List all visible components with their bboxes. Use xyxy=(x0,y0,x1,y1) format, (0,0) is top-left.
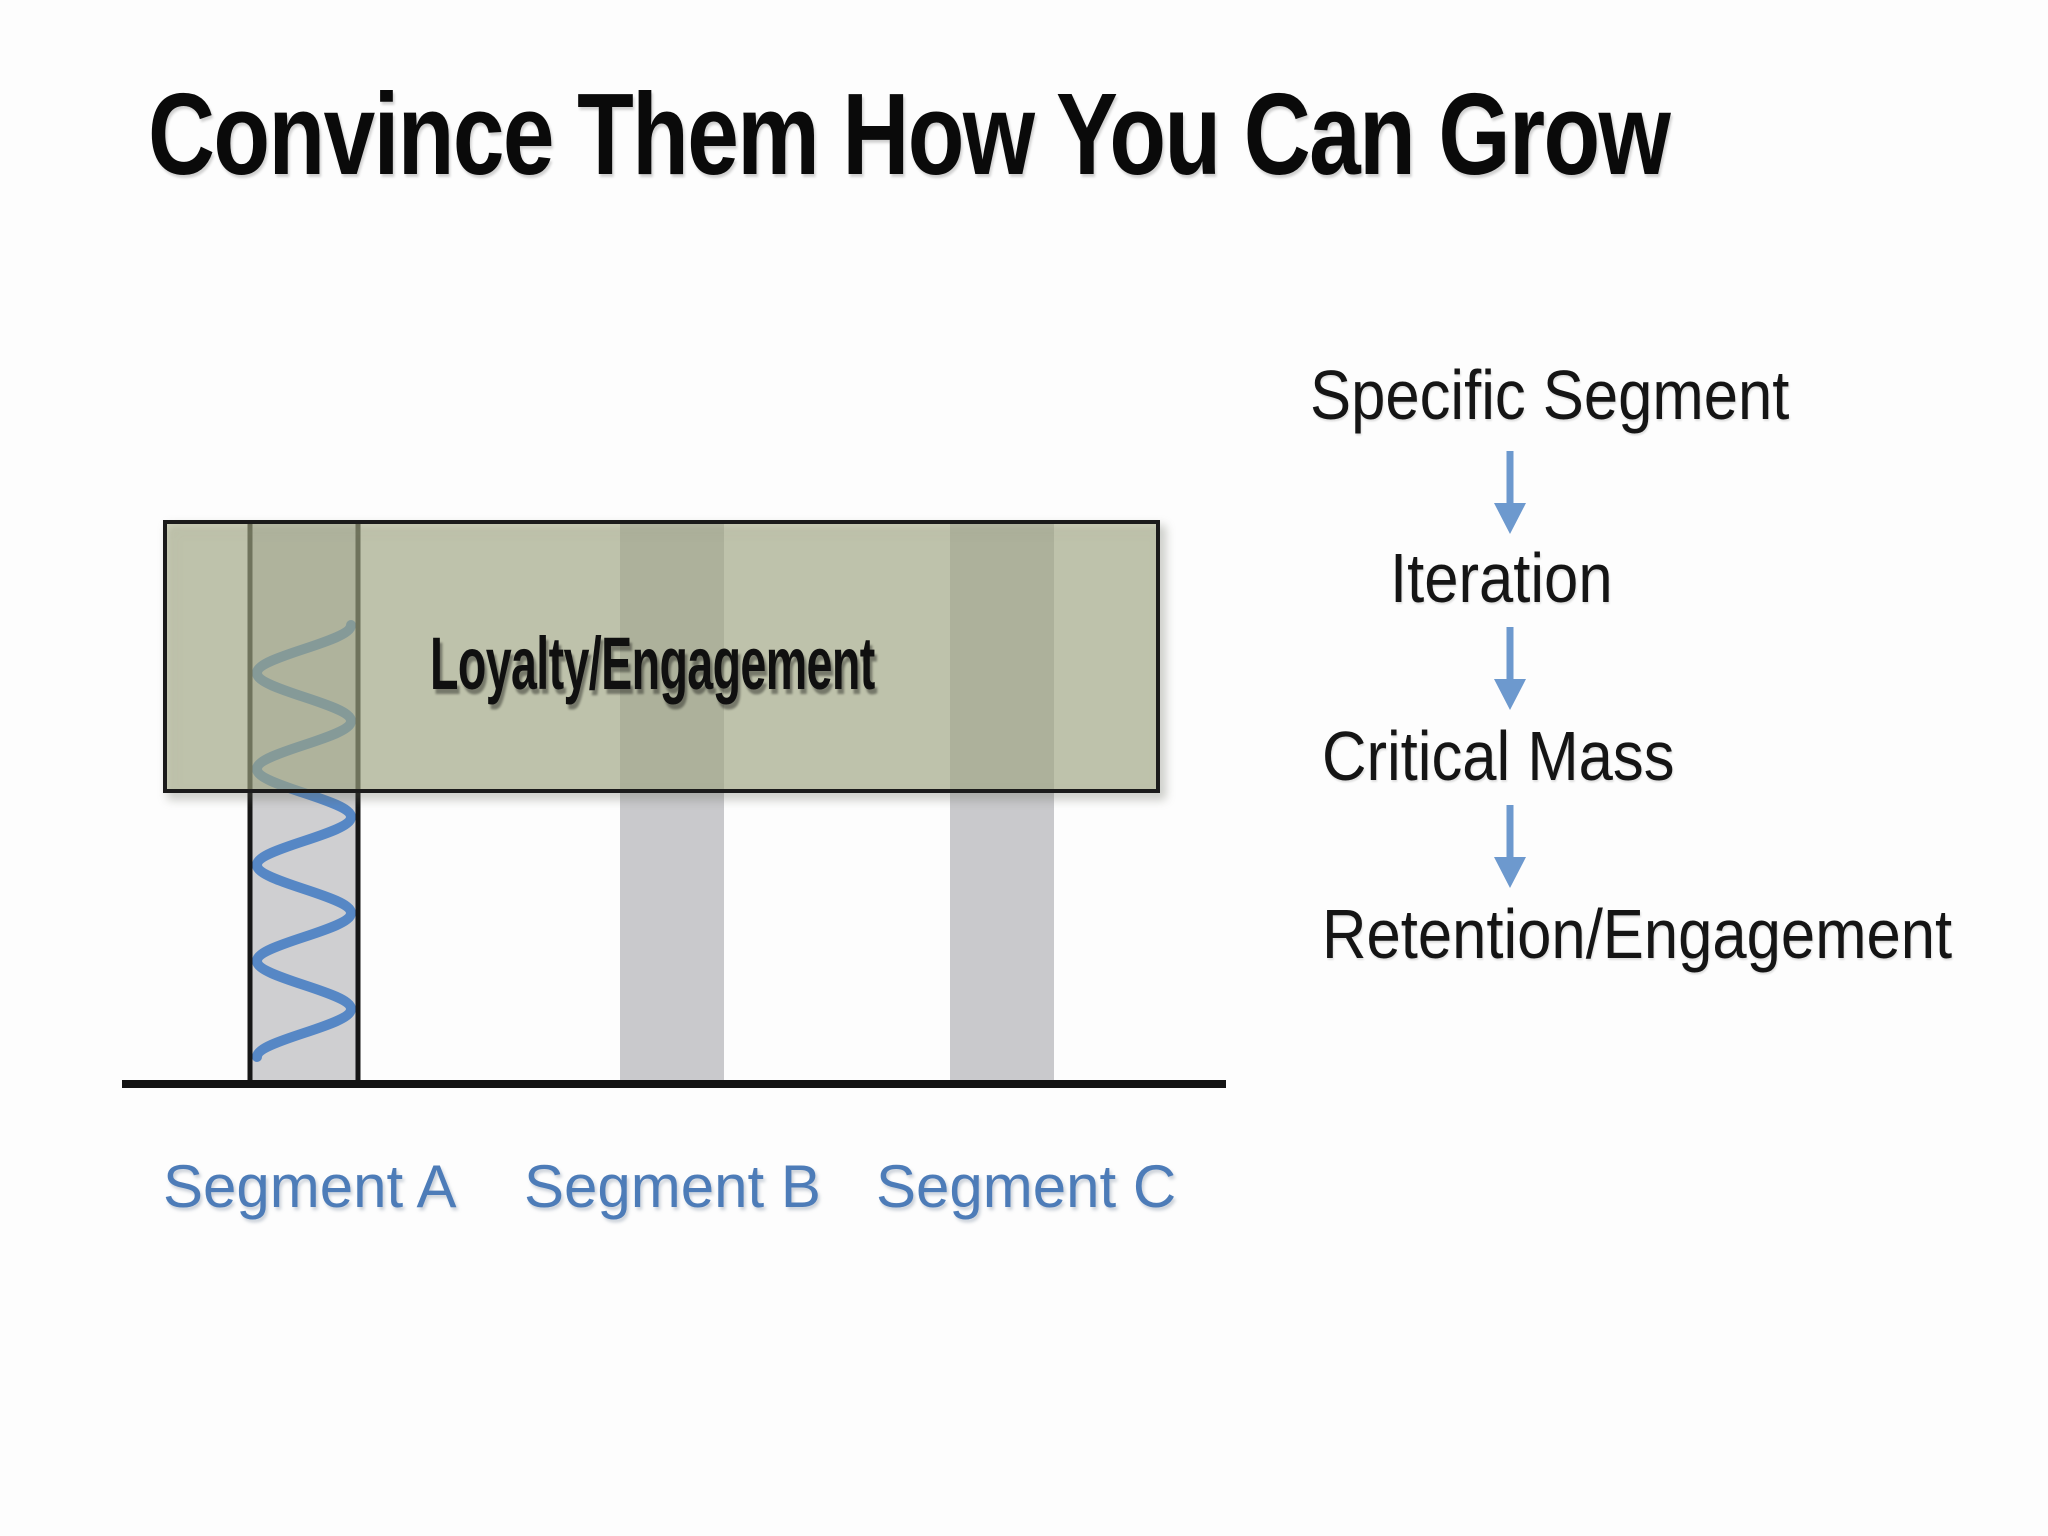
down-arrow-icon xyxy=(1494,805,1526,888)
flow-step-critical-mass: Critical Mass xyxy=(1322,717,1675,795)
segment-b-label: Segment B xyxy=(524,1153,821,1220)
flow-step-specific-segment: Specific Segment xyxy=(1310,356,1790,434)
loyalty-band-label: Loyalty/Engagement xyxy=(430,622,875,705)
down-arrow-icon xyxy=(1494,627,1526,710)
flow-step-retention-engagement: Retention/Engagement xyxy=(1322,895,1953,973)
flow-step-iteration: Iteration xyxy=(1390,539,1613,617)
segment-c-label: Segment C xyxy=(876,1153,1177,1220)
segment-a-label: Segment A xyxy=(163,1153,457,1220)
down-arrow-icon xyxy=(1494,451,1526,534)
slide-title: Convince Them How You Can Grow xyxy=(148,69,1671,199)
loyalty-band xyxy=(163,520,1160,793)
